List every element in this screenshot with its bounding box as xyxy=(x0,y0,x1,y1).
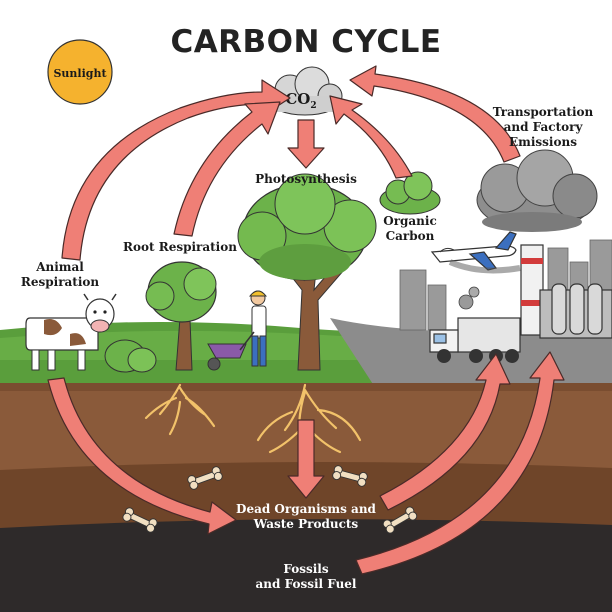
svg-text:Organic: Organic xyxy=(383,214,437,228)
arrow-animal-respiration xyxy=(61,79,291,261)
buried-bones xyxy=(122,465,418,534)
arrow-root-respiration xyxy=(173,101,281,237)
arrow-fossils-to-factory xyxy=(355,351,565,575)
sunlight-label: Sunlight xyxy=(53,67,107,80)
co2-subscript: 2 xyxy=(310,101,316,111)
arrow-organic-carbon xyxy=(329,95,413,179)
small-tree xyxy=(145,261,217,371)
dead-organisms-label: Dead Organisms and Waste Products xyxy=(236,502,376,531)
large-tree xyxy=(237,173,377,371)
arrow-roots-down xyxy=(287,419,325,499)
svg-text:Waste Products: Waste Products xyxy=(253,517,359,531)
co2-label: CO2 xyxy=(285,90,316,111)
diagram-title: CARBON CYCLE xyxy=(170,24,441,60)
arrow-to-dead-organisms xyxy=(47,377,237,535)
cow-icon xyxy=(25,293,117,371)
svg-text:and Factory: and Factory xyxy=(504,120,584,134)
bush xyxy=(104,339,157,373)
truck-icon xyxy=(429,286,521,363)
root-respiration-label: Root Respiration xyxy=(123,240,237,254)
organic-carbon-label: Organic Carbon xyxy=(383,214,437,243)
soil-top-edge xyxy=(0,383,612,391)
svg-text:Transportation: Transportation xyxy=(493,105,594,119)
fossils-label: Fossils and Fossil Fuel xyxy=(256,562,357,591)
arrow-photosynthesis xyxy=(287,119,325,169)
tree-roots xyxy=(144,383,362,457)
svg-text:Dead Organisms and: Dead Organisms and xyxy=(236,502,376,516)
transport-emissions-label: Transportation and Factory Emissions xyxy=(493,105,594,149)
emission-smoke-cloud xyxy=(476,149,598,232)
svg-text:Carbon: Carbon xyxy=(386,229,435,243)
factory xyxy=(520,244,612,339)
organic-carbon-cloud xyxy=(379,171,441,215)
svg-text:Animal: Animal xyxy=(35,260,84,274)
gardener-with-wheelbarrow xyxy=(207,290,268,371)
deep-soil-layer xyxy=(0,519,612,612)
sun-icon: Sunlight xyxy=(47,39,113,105)
svg-text:and Fossil Fuel: and Fossil Fuel xyxy=(256,577,357,591)
photosynthesis-label: Photosynthesis xyxy=(255,172,357,186)
co2-main: CO xyxy=(285,90,310,108)
arrow-emissions xyxy=(349,65,521,163)
arrow-dead-to-emissions xyxy=(379,353,511,511)
svg-text:Fossils: Fossils xyxy=(283,562,328,576)
svg-text:Respiration: Respiration xyxy=(21,275,100,289)
airplane-icon xyxy=(430,231,521,274)
animal-respiration-label: Animal Respiration xyxy=(21,260,100,289)
svg-text:Emissions: Emissions xyxy=(509,135,577,149)
